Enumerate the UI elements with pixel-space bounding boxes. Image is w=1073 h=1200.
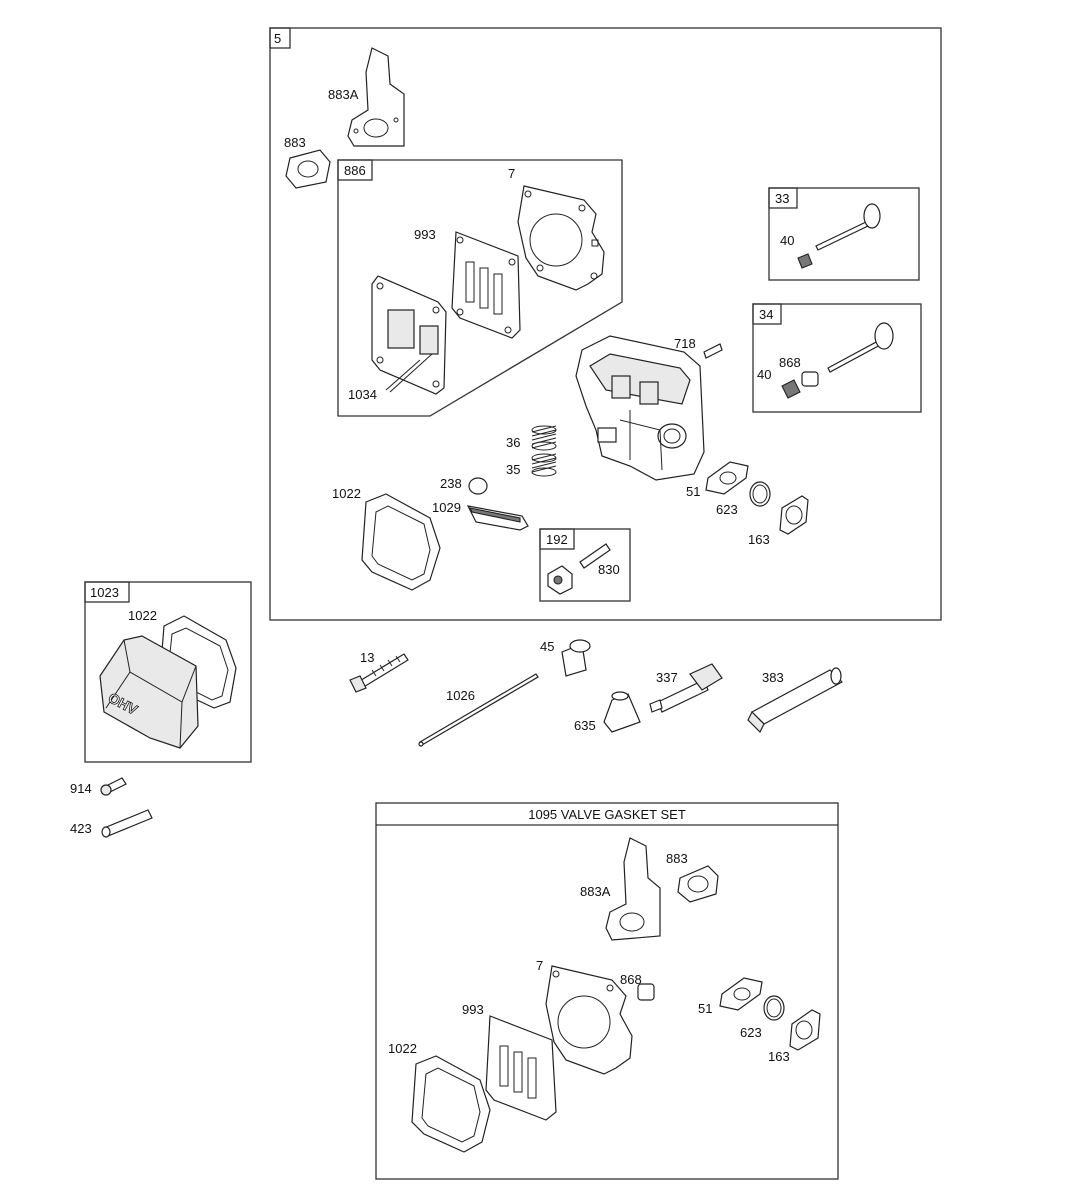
label-883: 883 [284, 135, 306, 150]
plate-gasket-993[interactable] [451, 231, 521, 339]
label-238: 238 [440, 476, 462, 491]
spring-35[interactable] [531, 453, 557, 477]
label-423: 423 [70, 821, 92, 836]
label-kit-883a: 883A [580, 884, 611, 899]
label-40-exhaust: 40 [757, 367, 771, 382]
label-718: 718 [674, 336, 696, 351]
kit-plate-gasket-993[interactable] [485, 1015, 557, 1121]
label-35: 35 [506, 462, 520, 477]
gasket-51[interactable] [705, 461, 749, 495]
cover-assembly-number: 1023 [90, 585, 119, 600]
kit-ring-623[interactable] [763, 995, 785, 1021]
label-383: 383 [762, 670, 784, 685]
label-kit-1022: 1022 [388, 1041, 417, 1056]
stud-423[interactable] [101, 809, 153, 838]
exhaust-valve[interactable] [781, 322, 894, 399]
spark-plug-337[interactable] [649, 663, 723, 713]
label-13: 13 [360, 650, 374, 665]
label-1034: 1034 [348, 387, 377, 402]
bracket-gasket-883a[interactable] [347, 47, 405, 147]
label-1029: 1029 [432, 500, 461, 515]
kit-cover-gasket-1022[interactable] [411, 1055, 491, 1153]
fitting-frame: 192 [539, 528, 631, 602]
label-993: 993 [414, 227, 436, 242]
label-163: 163 [748, 532, 770, 547]
label-36: 36 [506, 435, 520, 450]
push-rod-1026[interactable] [418, 673, 539, 747]
screw-914[interactable] [100, 777, 127, 796]
gasket-set-title: 1095 VALVE GASKET SET [528, 807, 686, 822]
label-883a: 883A [328, 87, 359, 102]
label-51: 51 [686, 484, 700, 499]
label-kit-993: 993 [462, 1002, 484, 1017]
cylinder-head[interactable] [575, 335, 705, 481]
reed-plate-1034[interactable] [371, 275, 447, 395]
label-830: 830 [598, 562, 620, 577]
bolt-13[interactable] [349, 653, 409, 693]
exhaust-valve-frame: 34 [752, 303, 922, 413]
label-kit-7: 7 [536, 958, 543, 973]
fitting-830[interactable] [547, 543, 611, 595]
label-868: 868 [779, 355, 801, 370]
main-assembly-frame: 5 [269, 27, 942, 621]
label-40-intake: 40 [780, 233, 794, 248]
head-gasket-7[interactable] [517, 185, 605, 291]
exhaust-valve-number: 34 [759, 307, 773, 322]
rocker-arm-1029[interactable] [466, 505, 529, 531]
label-kit-51: 51 [698, 1001, 712, 1016]
gasket-set-frame: 1095 VALVE GASKET SET [375, 802, 839, 1180]
cover-gasket-1022[interactable] [361, 493, 441, 591]
gasket-883[interactable] [285, 149, 331, 189]
label-kit-623: 623 [740, 1025, 762, 1040]
spring-36[interactable] [531, 425, 557, 451]
label-1022: 1022 [332, 486, 361, 501]
intake-valve[interactable] [797, 203, 881, 269]
fitting-number: 192 [546, 532, 568, 547]
label-1026: 1026 [446, 688, 475, 703]
cover-assembly-frame: 1023 [84, 581, 252, 763]
label-914: 914 [70, 781, 92, 796]
kit-gasket-163[interactable] [789, 1009, 821, 1051]
label-337: 337 [656, 670, 678, 685]
gasket-kit-number: 886 [344, 163, 366, 178]
label-kit-883: 883 [666, 851, 688, 866]
cap-238[interactable] [468, 477, 488, 495]
guide-45[interactable] [561, 639, 591, 677]
collar-635[interactable] [603, 691, 641, 733]
label-7: 7 [508, 166, 515, 181]
tool-383[interactable] [747, 667, 843, 734]
label-635: 635 [574, 718, 596, 733]
label-623: 623 [716, 502, 738, 517]
main-assembly-number: 5 [274, 31, 281, 46]
intake-valve-frame: 33 [768, 187, 920, 281]
label-45: 45 [540, 639, 554, 654]
kit-head-gasket-7[interactable] [545, 965, 633, 1075]
pin-718[interactable] [703, 343, 723, 359]
intake-valve-number: 33 [775, 191, 789, 206]
label-kit-868: 868 [620, 972, 642, 987]
kit-gasket-51[interactable] [719, 977, 763, 1011]
gasket-163[interactable] [779, 495, 809, 535]
kit-gasket-883[interactable] [677, 865, 719, 903]
ring-623[interactable] [749, 481, 771, 507]
kit-seal-868[interactable] [637, 983, 655, 1001]
label-kit-163: 163 [768, 1049, 790, 1064]
label-1022-assembly: 1022 [128, 608, 157, 623]
valve-cover[interactable] [99, 635, 199, 749]
kit-bracket-gasket-883a[interactable] [605, 837, 661, 941]
gasket-kit-frame: 886 [337, 159, 623, 417]
